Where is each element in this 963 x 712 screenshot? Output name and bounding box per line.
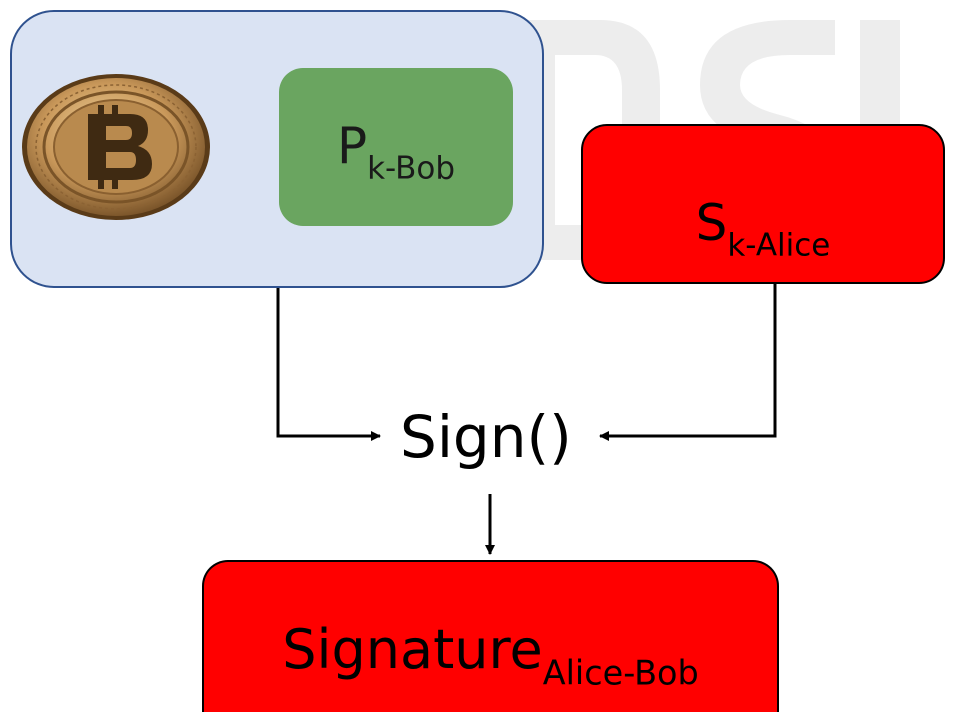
signature-box: SignatureAlice-Bob [202, 560, 779, 712]
signature-label: SignatureAlice-Bob [282, 618, 699, 694]
sign-function-label: Sign() [400, 403, 572, 471]
bitcoin-coin-icon [22, 74, 210, 220]
secret-key-label: Sk-Alice [695, 194, 831, 264]
public-key-label: Pk-Bob [336, 117, 456, 187]
secret-key-box: Sk-Alice [581, 124, 945, 284]
arrow-from-transaction [276, 288, 381, 441]
arrow-from-secret-key [599, 284, 777, 441]
public-key-box: Pk-Bob [279, 68, 513, 226]
